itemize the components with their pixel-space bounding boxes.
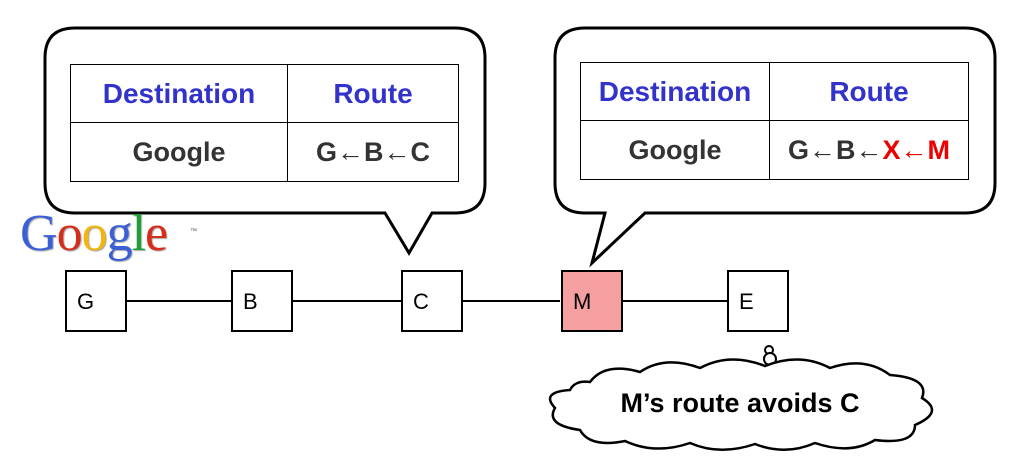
route-arrow: ←	[809, 134, 836, 165]
thought-cloud	[548, 358, 934, 451]
route-cell: G←B←X←M	[769, 120, 969, 180]
trademark-mark: ™	[190, 228, 197, 235]
route-hop: G	[315, 136, 337, 167]
logo-letter: o	[81, 205, 108, 262]
logo-letter: o	[56, 205, 83, 262]
routing-table-m: Destination Route Google G←B←X←M	[580, 62, 969, 180]
route-hop: B	[364, 136, 384, 167]
node-label: C	[413, 289, 429, 314]
header-route: Route	[769, 62, 969, 121]
route-arrow: ←	[855, 134, 883, 165]
route-arrow: ←	[337, 136, 364, 167]
google-logo: Google	[20, 205, 168, 262]
route-hop-attack: M	[927, 134, 951, 165]
node-e: E	[727, 270, 789, 332]
logo-letter: g	[106, 205, 133, 262]
route-hop: B	[836, 134, 856, 165]
header-destination: Destination	[70, 64, 288, 123]
logo-letter: e	[145, 205, 168, 262]
node-label: M	[573, 289, 592, 314]
route-arrow: ←	[900, 134, 928, 165]
node-label: B	[243, 289, 258, 314]
route-hop: G	[787, 134, 809, 165]
thought-text: M’s route avoids C	[620, 388, 860, 418]
route-hop: C	[410, 136, 431, 167]
route-cell: G←B←C	[287, 122, 459, 182]
header-route: Route	[287, 64, 459, 123]
node-g: G	[65, 270, 127, 332]
node-c: C	[401, 270, 463, 332]
header-destination: Destination	[580, 62, 770, 121]
routing-table-c: Destination Route Google G←B←C	[70, 64, 459, 182]
logo-letter: l	[131, 205, 146, 262]
node-b: B	[231, 270, 293, 332]
node-m: M	[561, 270, 623, 332]
route-hop-attack: X	[882, 134, 901, 165]
node-label: E	[739, 289, 754, 314]
logo-letter: G	[20, 205, 58, 262]
destination-cell: Google	[70, 122, 288, 182]
route-arrow: ←	[383, 136, 411, 167]
node-label: G	[77, 289, 95, 314]
destination-cell: Google	[580, 120, 770, 180]
